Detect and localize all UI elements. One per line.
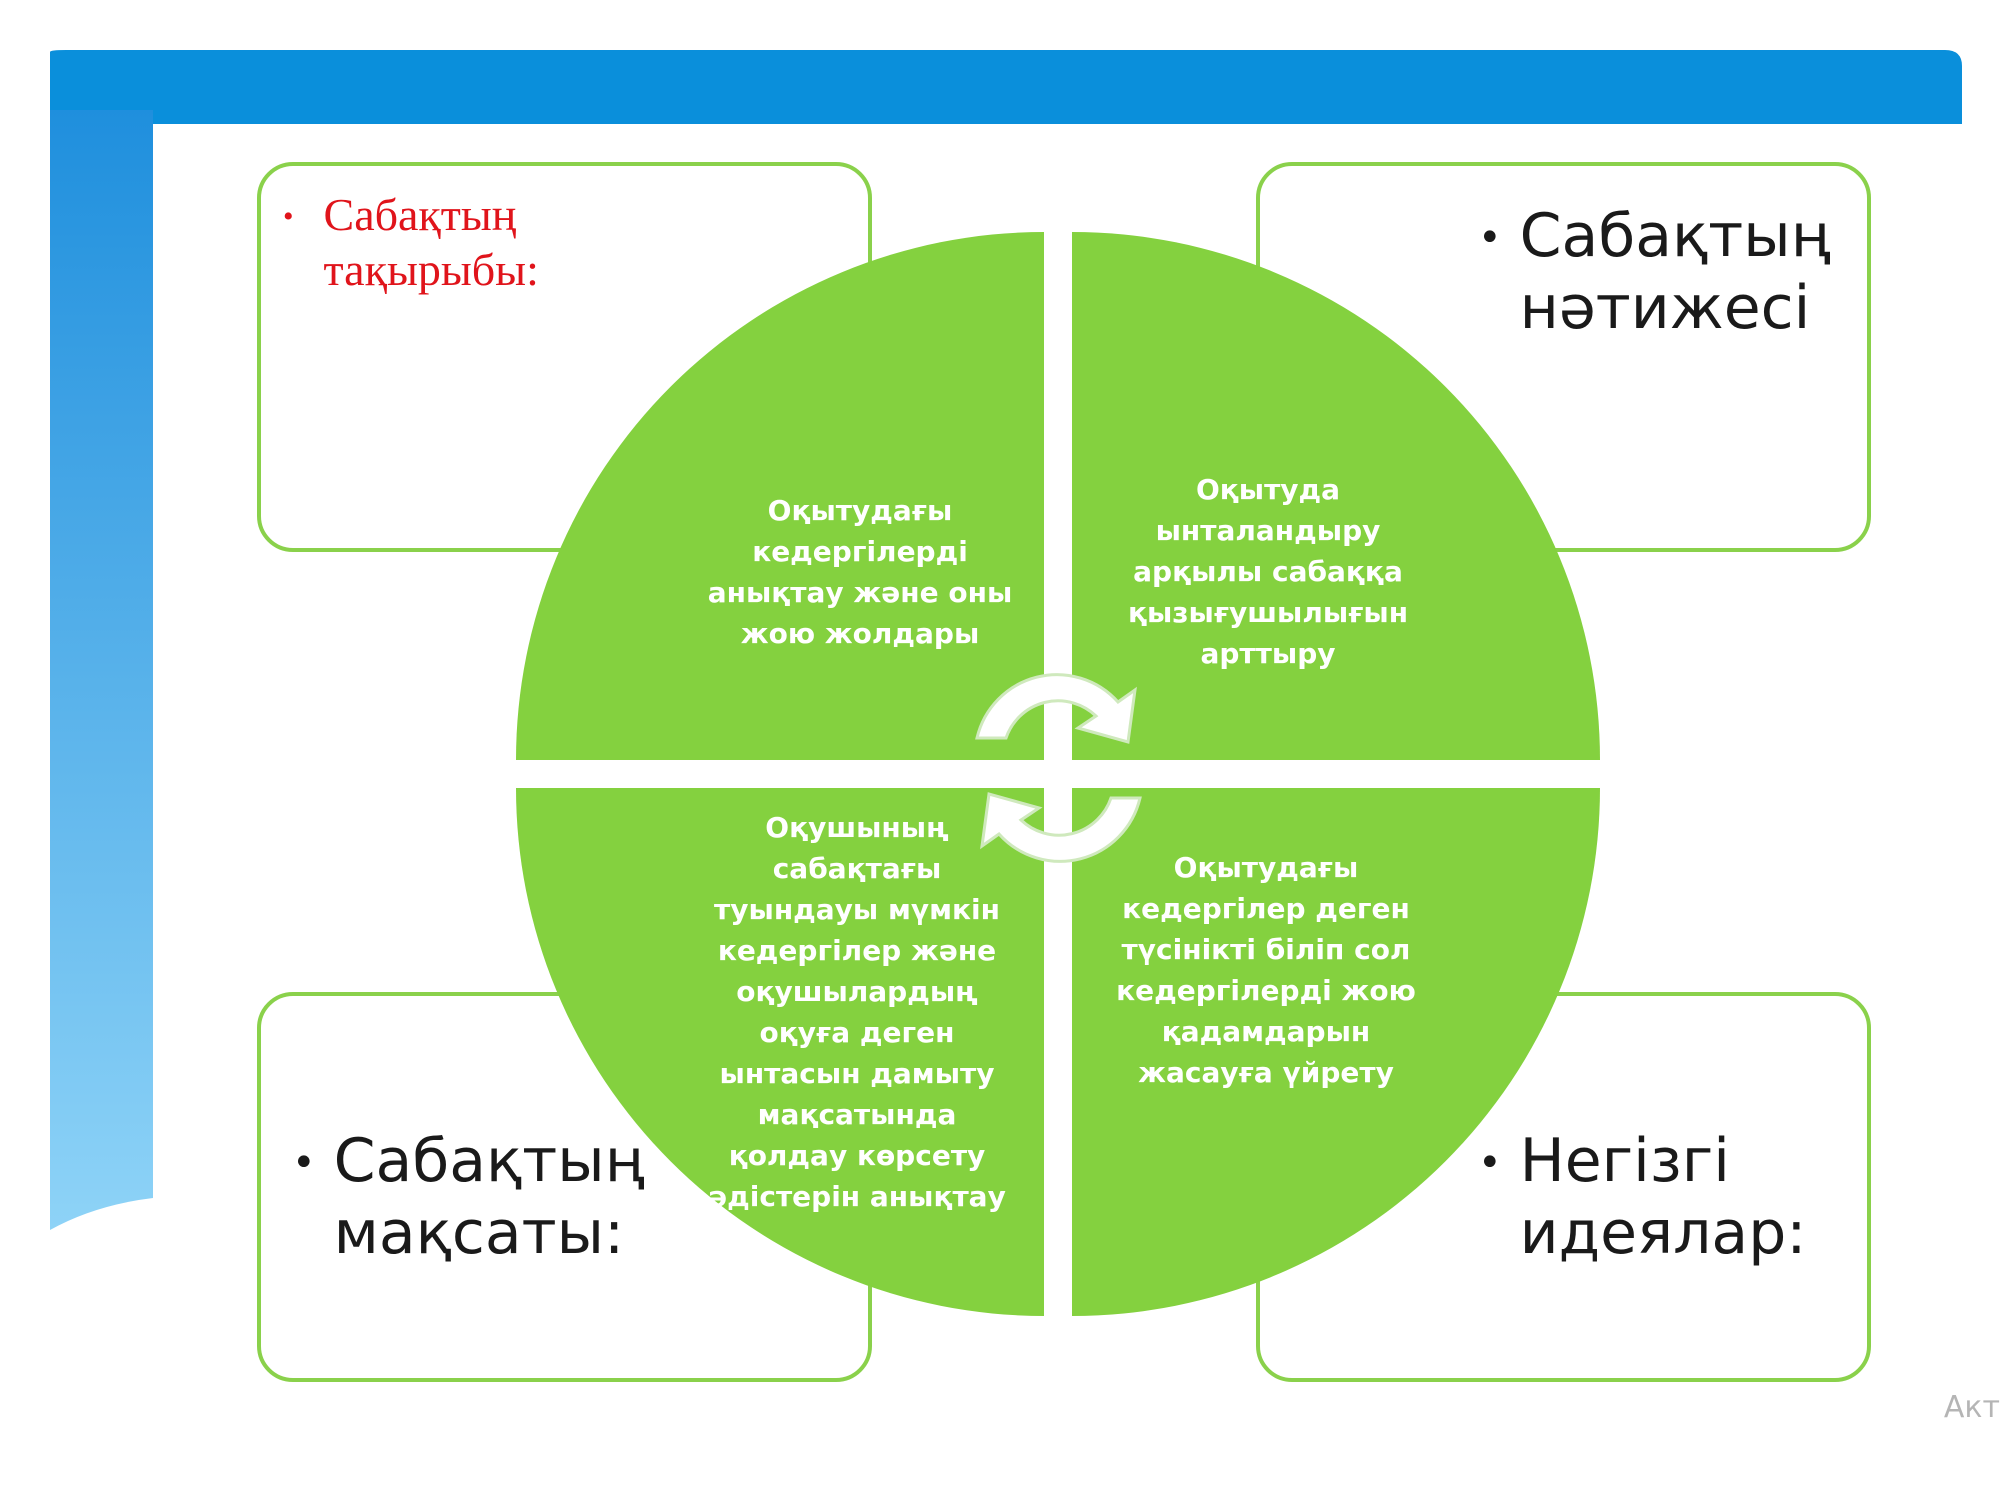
key-ideas-label: Негізгі идеялар:	[1519, 1126, 1807, 1268]
goal-label: Сабақтың мақсаты:	[333, 1126, 645, 1268]
quadrant-text-bottom-left: Оқушының сабақтағы туындауы мүмкін кедер…	[708, 811, 1006, 1213]
header-bar	[50, 50, 1962, 124]
topic-label: Сабақтың тақырыбы:	[323, 189, 539, 296]
cycle-arrow-top	[975, 673, 1137, 744]
sidebar-bar	[50, 110, 153, 1230]
bullet-icon: •	[292, 1140, 316, 1186]
result-label: Сабақтың нәтижесі	[1519, 201, 1831, 343]
cycle-arrow-bottom	[980, 792, 1142, 863]
watermark-text: Акт	[1943, 1390, 2000, 1425]
cycle-arrows-icon	[975, 673, 1142, 863]
bullet-icon: •	[1478, 215, 1502, 261]
quadrant-text-bottom-right: Оқытудағы кедергілер деген түсінікті біл…	[1116, 851, 1416, 1089]
quadrant-text-top-left: Оқытудағы кедергілерді анықтау және оны …	[707, 494, 1013, 650]
box-title-topic: • Сабақтың тақырыбы:	[283, 187, 703, 297]
bullet-icon: •	[283, 200, 294, 233]
box-title-key-ideas: • Негізгі идеялар:	[1478, 1125, 1898, 1269]
quadrant-top-left	[516, 232, 1044, 760]
box-title-result: • Сабақтың нәтижесі	[1478, 200, 1878, 344]
quadrant-bottom-left	[516, 788, 1044, 1316]
quadrant-text-top-right: Оқытуда ынталандыру арқылы сабаққа қызығ…	[1127, 473, 1409, 670]
quadrant-bottom-right	[1072, 788, 1600, 1316]
box-title-goal: • Сабақтың мақсаты:	[292, 1125, 752, 1269]
bullet-icon: •	[1478, 1140, 1502, 1186]
quadrant-top-right	[1072, 232, 1600, 760]
